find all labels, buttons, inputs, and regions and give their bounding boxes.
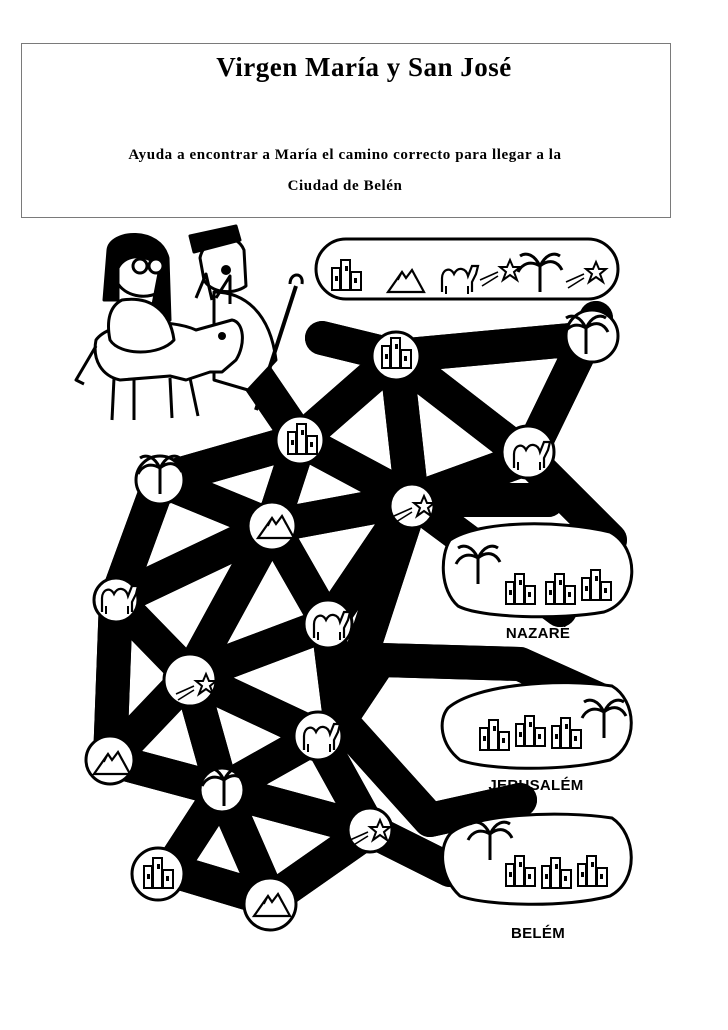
label-jerusalem: JERUSALÉM: [488, 777, 583, 794]
legend-capsule: [314, 237, 620, 301]
instruction-box: [21, 43, 671, 218]
label-belem: BELÉM: [511, 925, 565, 942]
camel-icon: [312, 610, 352, 642]
camel-icon: [302, 722, 342, 754]
page-title: Virgen María y San José: [216, 52, 512, 82]
label-nazare: NAZARÉ: [506, 625, 570, 642]
camel-icon: [440, 264, 480, 296]
mary-joseph-illustration: [74, 224, 304, 421]
destination-jerusalem: JERUSALÉM: [440, 681, 633, 794]
staff: [254, 273, 304, 411]
camel-icon: [512, 440, 552, 472]
camel-icon: [100, 584, 140, 616]
destination-belem: BELÉM: [441, 812, 633, 942]
mary-figure: [102, 233, 176, 354]
maze-landmarks: [84, 308, 620, 932]
instructions-line-1: Ayuda a encontrar a María el camino corr…: [128, 147, 562, 163]
instructions-line-2: Ciudad de Belén: [287, 178, 403, 194]
destination-nazare: NAZARÉ: [441, 522, 634, 642]
instructions-text: Ayuda a encontrar a María el camino corr…: [40, 140, 650, 202]
